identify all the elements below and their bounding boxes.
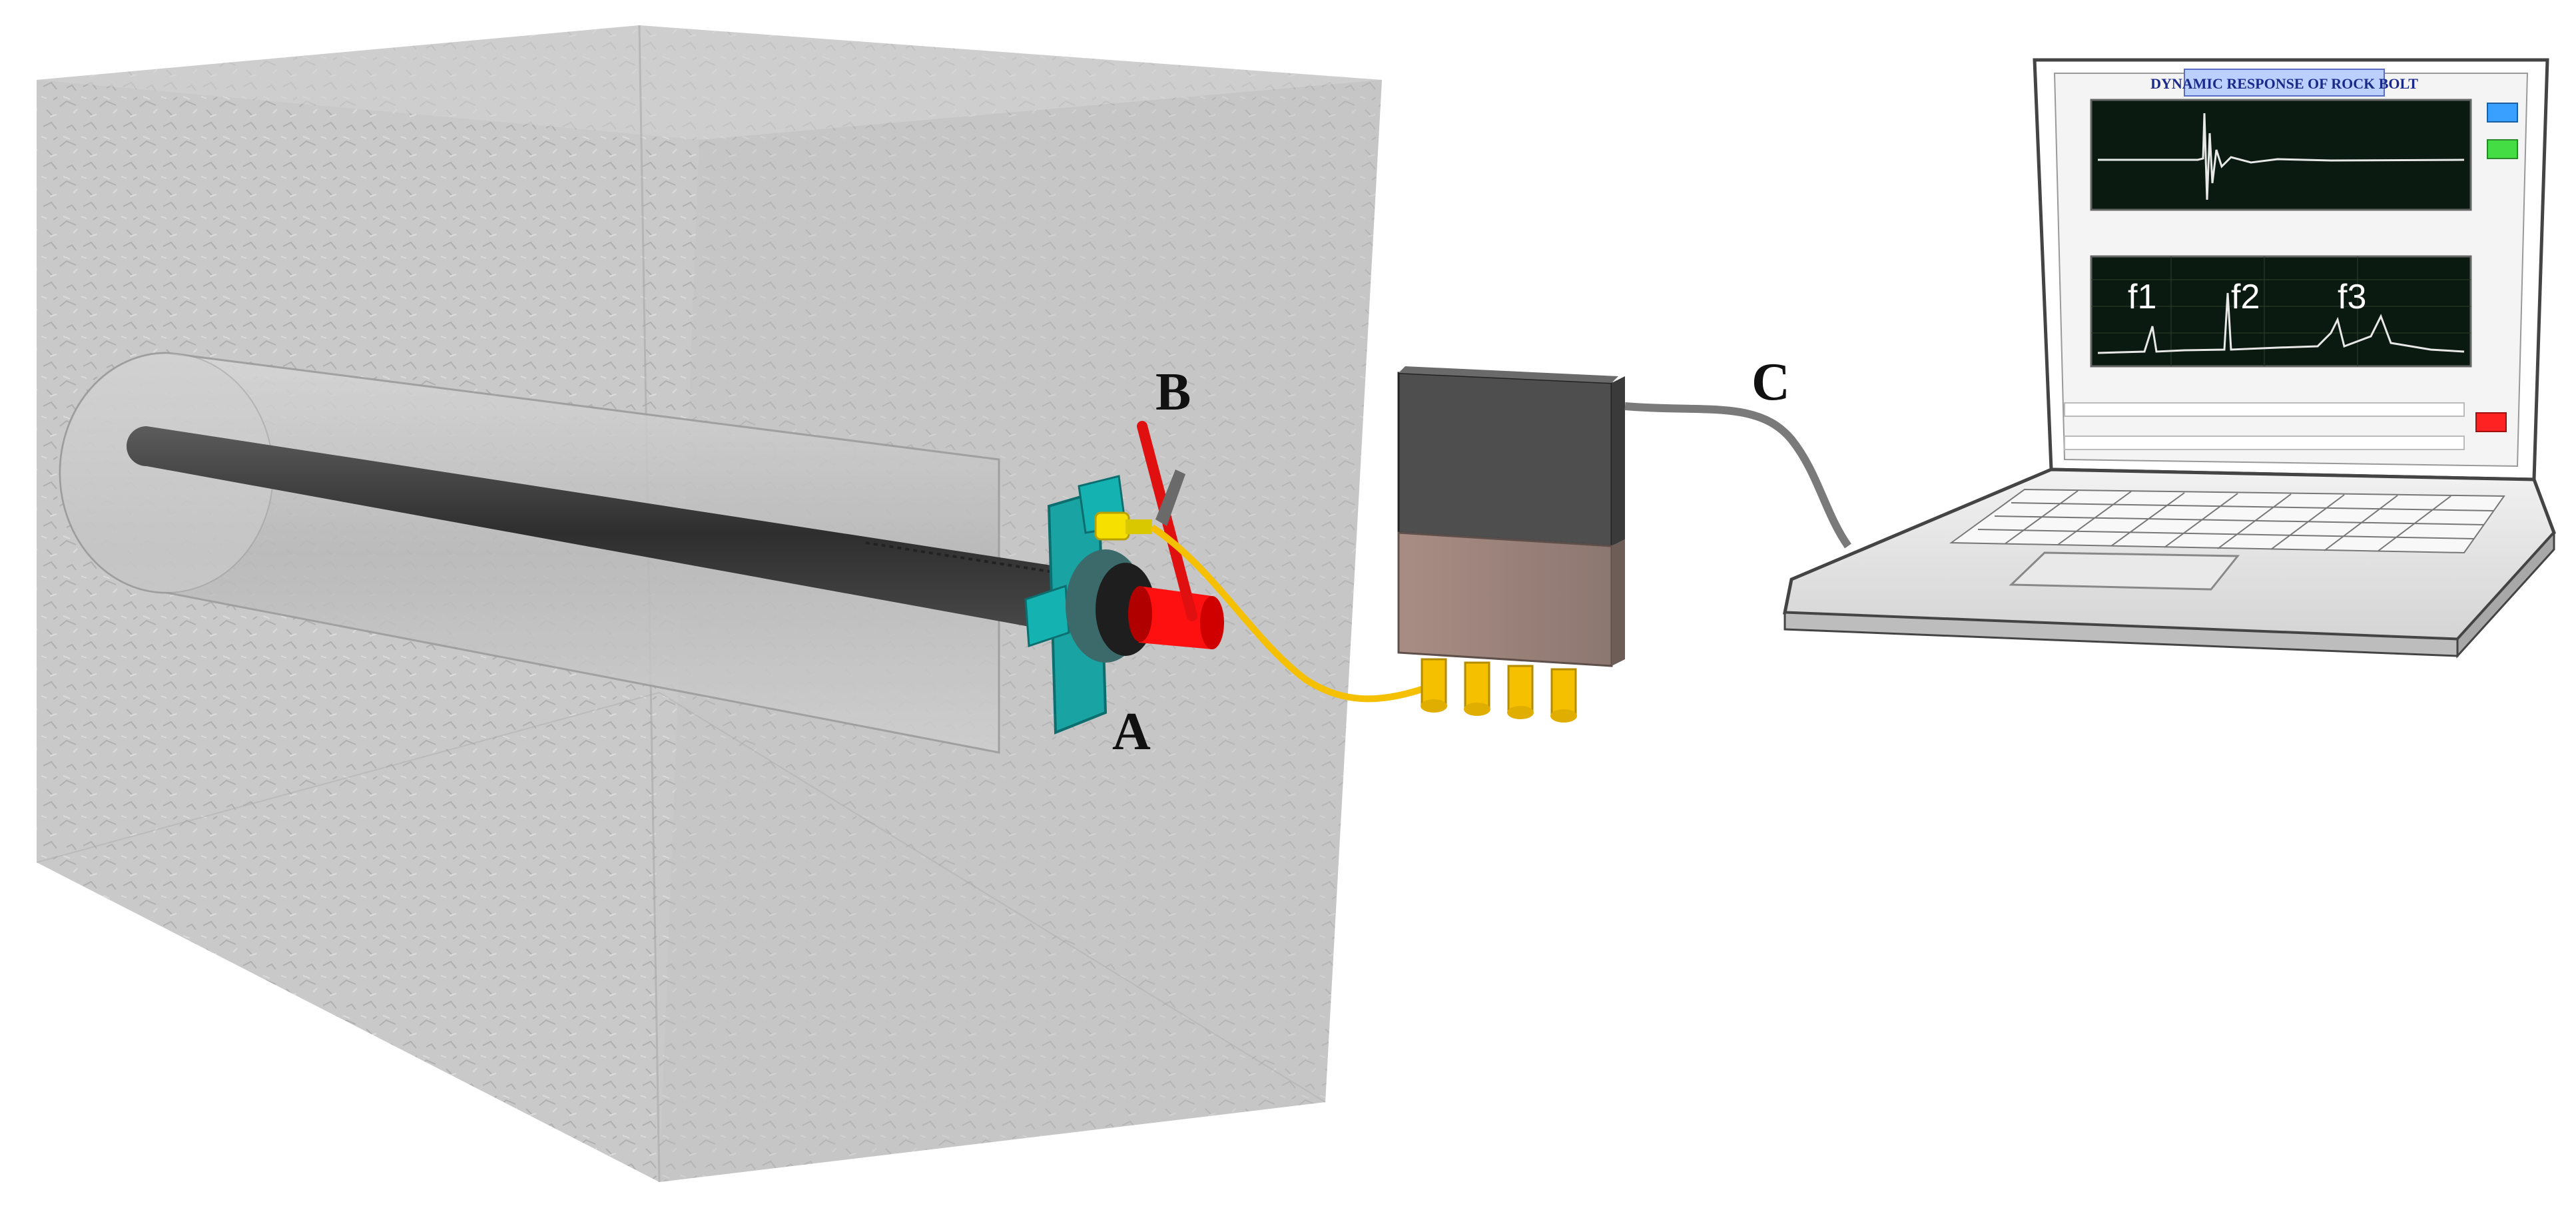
label-cable: C (1752, 353, 1790, 412)
daq-connectors (1421, 658, 1577, 723)
peak-label-f1: f1 (2128, 278, 2156, 316)
red-button[interactable] (2475, 412, 2507, 432)
readout-row-1 (2064, 402, 2465, 417)
bearing-plate (1024, 475, 1155, 735)
daq-box (1397, 366, 1625, 723)
rock-bolt (127, 426, 1099, 639)
impact-hammer (1137, 421, 1197, 621)
blue-button[interactable] (2487, 103, 2518, 123)
readout-row-2 (2064, 436, 2465, 450)
trackpad (2009, 551, 2240, 591)
label-impact-hammer: B (1155, 363, 1191, 422)
time-signal-trace (2098, 113, 2465, 200)
software-screen: DYNAMIC RESPONSE OF ROCK BOLT f1 f2 f3 (2064, 69, 2518, 450)
accelerometer (1094, 511, 1152, 541)
label-sensor: A (1112, 703, 1151, 761)
spectrum-trace (2097, 292, 2465, 354)
usb-cable (1624, 402, 1851, 549)
sensor-cable (1150, 524, 1433, 703)
green-button[interactable] (2487, 139, 2518, 159)
peak-label-f2: f2 (2231, 278, 2260, 316)
peak-label-f3: f3 (2338, 278, 2366, 316)
time-signal-plot (2090, 99, 2472, 211)
software-title: DYNAMIC RESPONSE OF ROCK BOLT (2150, 75, 2418, 92)
keyboard (1949, 488, 2505, 554)
